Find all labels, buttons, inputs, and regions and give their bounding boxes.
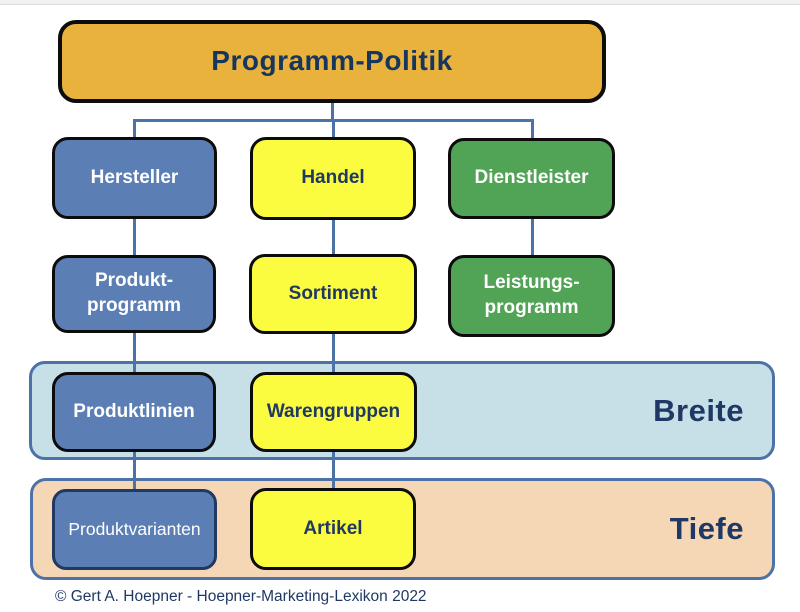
node-produktlinien: Produktlinien xyxy=(52,372,216,452)
node-leistungsprogramm: Leistungs- programm xyxy=(448,255,615,337)
node-handel-label: Handel xyxy=(301,167,365,189)
node-produktvarianten: Produktvarianten xyxy=(52,489,217,570)
band-breite-label: Breite xyxy=(653,392,744,428)
connector-stub-hersteller xyxy=(132,119,136,139)
node-sortiment-label: Sortiment xyxy=(288,282,378,304)
connector-trunk xyxy=(330,102,334,121)
connector-produktlinien-produktvarianten xyxy=(132,450,136,491)
node-hersteller: Hersteller xyxy=(52,137,217,219)
node-leistungsprogramm-label: Leistungs- programm xyxy=(483,272,580,318)
connector-produktprogramm-produktlinien xyxy=(132,331,136,374)
copyright-text: © Gert A. Hoepner - Hoepner-Marketing-Le… xyxy=(55,588,427,605)
connector-dienstleister-leistungsprogramm xyxy=(530,216,534,257)
node-produktvarianten-label: Produktvarianten xyxy=(68,519,201,540)
node-warengruppen: Warengruppen xyxy=(250,372,417,452)
node-produktprogramm: Produkt- programm xyxy=(52,255,216,333)
node-warengruppen-label: Warengruppen xyxy=(266,400,401,422)
node-produktprogramm-label: Produkt- programm xyxy=(87,270,181,316)
connector-stub-handel xyxy=(331,119,335,139)
node-dienstleister-label: Dienstleister xyxy=(474,167,589,189)
node-sortiment: Sortiment xyxy=(249,254,417,334)
node-programm-politik: Programm-Politik xyxy=(58,20,606,103)
connector-hersteller-produktprogramm xyxy=(132,216,136,257)
connector-sortiment-warengruppen xyxy=(331,332,335,374)
node-hersteller-label: Hersteller xyxy=(90,166,179,188)
node-artikel: Artikel xyxy=(250,488,416,570)
window-top-edge xyxy=(0,0,800,5)
node-artikel-label: Artikel xyxy=(303,517,363,539)
connector-warengruppen-artikel xyxy=(331,450,335,490)
connector-handel-sortiment xyxy=(331,217,335,257)
node-programm-politik-label: Programm-Politik xyxy=(211,45,453,77)
node-dienstleister: Dienstleister xyxy=(448,138,615,219)
node-handel: Handel xyxy=(250,137,416,220)
node-produktlinien-label: Produktlinien xyxy=(73,400,195,422)
band-tiefe-label: Tiefe xyxy=(669,511,744,546)
connector-stub-dienstleister xyxy=(530,119,534,140)
